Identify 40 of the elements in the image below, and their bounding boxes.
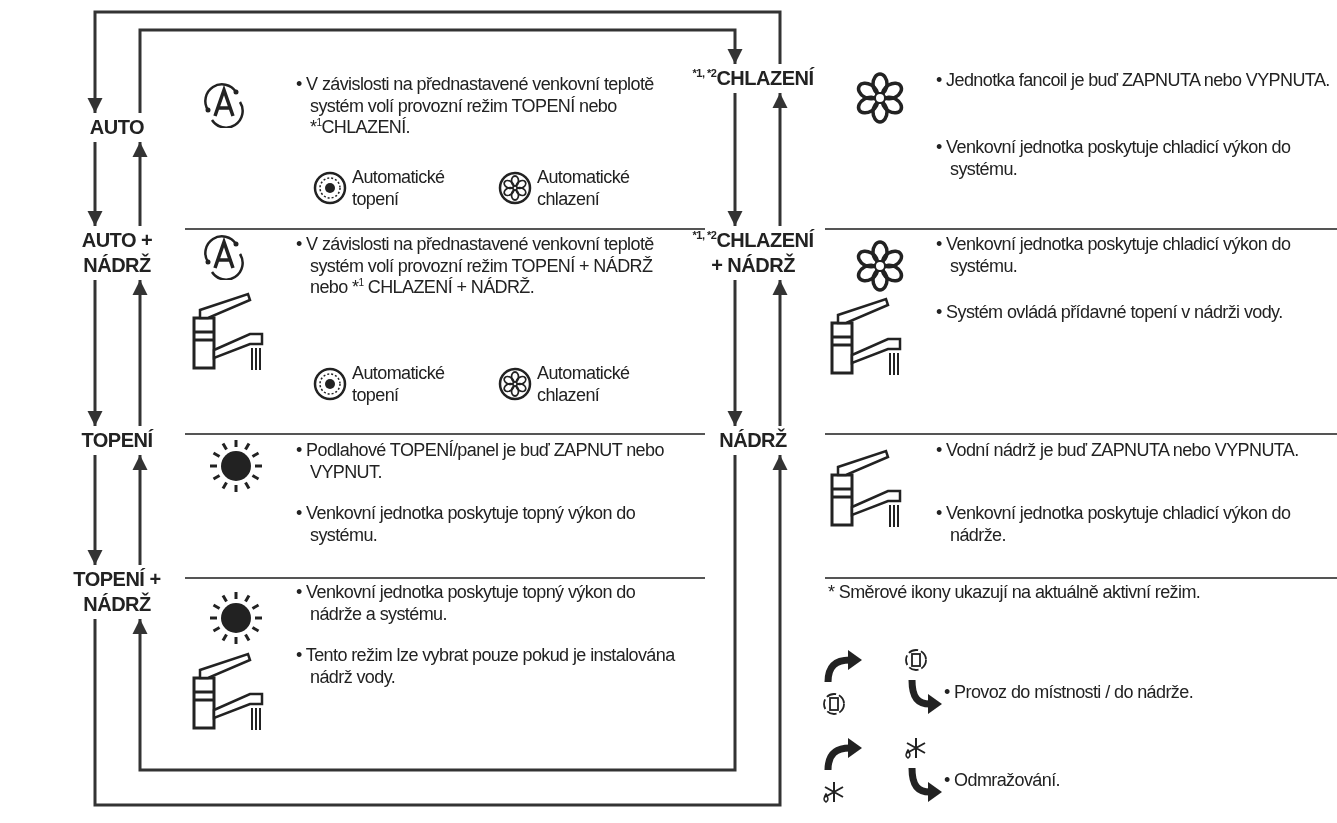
icon-caption: Automatické chlazení [537,167,631,211]
arrow [132,455,737,772]
mode-label: $^{*1, *2}$CHLAZENÍ + NÁDRŽ [686,228,820,278]
bullet-text: • Vodní nádrž je buď ZAPNUTA nebo VYPNUTA. [936,440,1300,462]
arrow [87,10,782,113]
arrow [772,93,788,226]
bullet-text: • Venkovní jednotka poskytuje topný výkon do systému. [296,503,637,547]
arrow [87,280,103,426]
bullet-text: • Odmražování. [944,770,1061,792]
mode-label: AUTO + NÁDRŽ [52,228,182,278]
footnote-text: * Směrové ikony ukazují na aktuálně aktivní režim. [828,582,1202,604]
mode-label: NÁDRŽ [686,428,820,453]
arrow [132,455,148,565]
bullet-text: • Systém ovládá přídavné topení v nádrži vody. [936,302,1284,324]
arrow [727,280,743,426]
arrow [132,280,148,426]
bullet-text: • V závislosti na přednastavené venkovní teplotě systém volí provozní režim TOPENÍ nebo *$^{1}$CHLAZENÍ. [296,74,655,139]
mode-label: AUTO [62,115,172,140]
arrow [132,142,148,226]
mode-label: $^{*1, *2}$CHLAZENÍ [686,66,820,91]
bullet-text: • Provoz do místnosti / do nádrže. [944,682,1195,704]
arrow [772,280,788,426]
bullet-text: • Tento režim lze vybrat pouze pokud je instalována nádrž vody. [296,645,677,689]
icon-caption: Automatické chlazení [537,363,631,407]
bullet-text: • Venkovní jednotka poskytuje chladicí výkon do systému. [936,234,1292,278]
mode-label: TOPENÍ + NÁDRŽ [52,567,182,617]
arrow [727,93,743,226]
arrow [93,455,788,807]
bullet-text: • Venkovní jednotka poskytuje topný výkon do nádrže a systému. [296,582,637,626]
bullet-text: • Venkovní jednotka poskytuje chladicí výkon do systému. [936,137,1292,181]
bullet-text: • V závislosti na přednastavené venkovní teplotě systém volí provozní režim TOPENÍ + NÁDRŽ nebo *$^{1}$ CHLAZENÍ + NÁDRŽ. [296,234,655,299]
bullet-text: • Venkovní jednotka poskytuje chladicí výkon do nádrže. [936,503,1292,547]
icon-caption: Automatické topení [352,363,446,407]
bullet-text: • Podlahové TOPENÍ/panel je buď ZAPNUT nebo VYPNUT. [296,440,665,484]
bullet-text: • Jednotka fancoil je buď ZAPNUTA nebo VYPNUTA. [936,70,1331,92]
arrow [87,455,103,565]
arrow [87,142,103,226]
arrow [138,28,743,113]
icon-caption: Automatické topení [352,167,446,211]
mode-label: TOPENÍ [52,428,182,453]
